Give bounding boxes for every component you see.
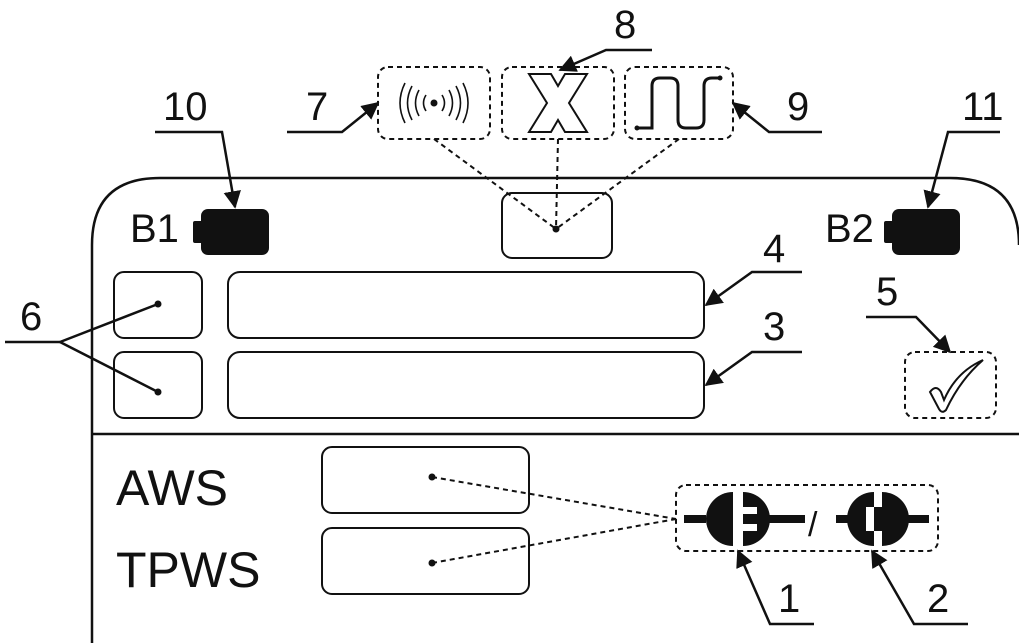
callout-11: 11 [962, 85, 1004, 129]
text-display-upper [227, 271, 705, 339]
text-display-lower [227, 351, 705, 419]
callout-4: 4 [763, 227, 785, 271]
plug-connected-icon [836, 492, 929, 546]
callout-5: 5 [876, 270, 898, 314]
callout-3: 3 [763, 305, 785, 349]
battery-icon [884, 209, 960, 255]
callout-7: 7 [306, 85, 328, 129]
callout-1: 1 [778, 577, 800, 621]
aws-indicator-box [321, 446, 530, 514]
plug-separator: / [808, 506, 818, 544]
battery-icon [193, 209, 269, 255]
checkmark-icon [928, 359, 984, 413]
callout-6: 6 [20, 295, 42, 339]
callout-9: 9 [787, 85, 809, 129]
plug-status-box [675, 484, 939, 552]
cross-x-icon [527, 73, 589, 133]
aws-label: AWS [116, 460, 228, 516]
radio-signal-icon [399, 82, 469, 124]
panel-outline [90, 176, 1019, 643]
acknowledge-box [904, 351, 997, 419]
callout-2: 2 [927, 577, 949, 621]
callout-10: 10 [163, 85, 208, 129]
plug-disconnected-icon [684, 492, 805, 546]
b1-label: B1 [130, 207, 179, 251]
indicator-8-box [501, 66, 615, 140]
tpws-label: TPWS [116, 542, 260, 598]
tpws-indicator-box [321, 527, 530, 595]
square-pulse-icon [637, 76, 720, 130]
left-box-lower [113, 351, 203, 419]
b2-label: B2 [825, 207, 874, 251]
callout-8: 8 [614, 3, 636, 47]
